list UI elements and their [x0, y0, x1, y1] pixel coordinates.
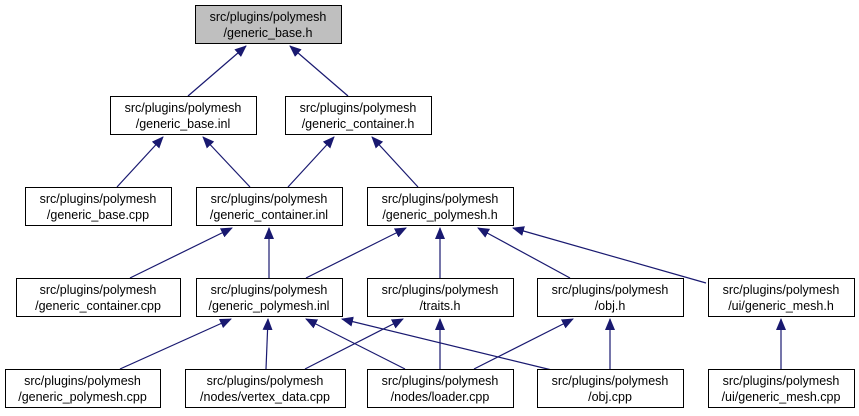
- edge-arrow-n6-to-n4: [129, 227, 233, 279]
- node-box: [367, 278, 514, 317]
- edge-arrow-n7-to-n5: [305, 227, 407, 279]
- edge-arrow-n4-to-n2: [287, 136, 335, 188]
- edge-arrow-n3-to-n1: [116, 136, 164, 188]
- node-box: [367, 187, 514, 226]
- edge-arrow-n12-to-n8: [304, 318, 404, 370]
- node-label-line1: src/plugins/polymesh: [723, 283, 840, 297]
- node-box: [110, 96, 257, 135]
- node-label-line1: src/plugins/polymesh: [552, 374, 669, 388]
- node-box: [196, 278, 343, 317]
- graph-node[interactable]: src/plugins/polymesh/generic_base.inl: [110, 96, 257, 135]
- node-label-line2: /nodes/vertex_data.cpp: [200, 390, 330, 404]
- node-box: [708, 278, 855, 317]
- graph-node[interactable]: src/plugins/polymesh/generic_polymesh.in…: [196, 278, 343, 317]
- node-box: [537, 369, 684, 408]
- graph-node[interactable]: src/plugins/polymesh/generic_container.c…: [16, 278, 181, 317]
- node-label-line1: src/plugins/polymesh: [382, 192, 499, 206]
- node-label-line2: /generic_container.cpp: [35, 299, 161, 313]
- node-label-line2: /generic_polymesh.cpp: [18, 390, 147, 404]
- nodes: src/plugins/polymesh/generic_base.hsrc/p…: [5, 5, 855, 408]
- graph-node[interactable]: src/plugins/polymesh/generic_container.h: [285, 96, 432, 135]
- node-box: [285, 96, 432, 135]
- edge-arrow-n11-to-n7: [119, 318, 232, 370]
- node-label-line2: /generic_base.cpp: [47, 208, 149, 222]
- node-label-line1: src/plugins/polymesh: [207, 374, 324, 388]
- node-label-line1: src/plugins/polymesh: [382, 283, 499, 297]
- graph-node: src/plugins/polymesh/generic_base.h: [195, 5, 342, 44]
- node-label-line1: src/plugins/polymesh: [40, 283, 157, 297]
- edge-arrow-n9-to-n5: [477, 227, 571, 279]
- node-label-line1: src/plugins/polymesh: [723, 374, 840, 388]
- node-box: [195, 5, 342, 44]
- node-label-line2: /generic_base.inl: [136, 117, 231, 131]
- node-box: [196, 187, 343, 226]
- graph-node[interactable]: src/plugins/polymesh/nodes/vertex_data.c…: [185, 369, 346, 408]
- node-label-line1: src/plugins/polymesh: [382, 374, 499, 388]
- graph-node[interactable]: src/plugins/polymesh/nodes/loader.cpp: [367, 369, 514, 408]
- node-label-line1: src/plugins/polymesh: [211, 283, 328, 297]
- node-label-line1: src/plugins/polymesh: [125, 101, 242, 115]
- node-label-line2: /obj.cpp: [588, 390, 632, 404]
- node-label-line2: /generic_container.inl: [210, 208, 328, 222]
- node-label-line1: src/plugins/polymesh: [210, 10, 327, 24]
- graph-node[interactable]: src/plugins/polymesh/ui/generic_mesh.cpp: [708, 369, 855, 408]
- edge-arrow-n12-to-n7: [262, 318, 273, 370]
- graph-node[interactable]: src/plugins/polymesh/obj.h: [537, 278, 684, 317]
- edge-arrow-n13-to-n9: [473, 318, 574, 370]
- node-box: [5, 369, 161, 408]
- node-label-line2: /generic_polymesh.inl: [209, 299, 330, 313]
- node-box: [185, 369, 346, 408]
- node-label-line2: /obj.h: [595, 299, 626, 313]
- node-box: [367, 369, 514, 408]
- node-label-line2: /generic_container.h: [302, 117, 415, 131]
- graph-node[interactable]: src/plugins/polymesh/generic_polymesh.h: [367, 187, 514, 226]
- graph-node[interactable]: src/plugins/polymesh/ui/generic_mesh.h: [708, 278, 855, 317]
- node-box: [708, 369, 855, 408]
- edge-arrow-n4-to-n1: [202, 136, 251, 188]
- edges: [116, 45, 786, 373]
- node-label-line2: /nodes/loader.cpp: [391, 390, 490, 404]
- node-label-line2: /traits.h: [420, 299, 461, 313]
- edge-arrow-n1-to-n0: [187, 45, 247, 97]
- edge-arrow-n5-to-n2: [371, 136, 419, 188]
- node-box: [537, 278, 684, 317]
- edge-arrow-n2-to-n0: [289, 45, 349, 97]
- node-box: [16, 278, 181, 317]
- node-label-line1: src/plugins/polymesh: [211, 192, 328, 206]
- graph-node[interactable]: src/plugins/polymesh/generic_base.cpp: [25, 187, 172, 226]
- node-box: [25, 187, 172, 226]
- edge-arrow-n14-to-n7: [341, 316, 561, 373]
- node-label-line1: src/plugins/polymesh: [552, 283, 669, 297]
- node-label-line2: /generic_polymesh.h: [382, 208, 497, 222]
- graph-node[interactable]: src/plugins/polymesh/generic_container.i…: [196, 187, 343, 226]
- graph-node[interactable]: src/plugins/polymesh/generic_polymesh.cp…: [5, 369, 161, 408]
- edge-arrow-n13-to-n7: [305, 318, 406, 370]
- node-label-line2: /generic_base.h: [224, 26, 313, 40]
- graph-node[interactable]: src/plugins/polymesh/traits.h: [367, 278, 514, 317]
- node-label-line2: /ui/generic_mesh.h: [728, 299, 834, 313]
- node-label-line2: /ui/generic_mesh.cpp: [722, 390, 841, 404]
- edge-arrow-n10-to-n5: [512, 226, 707, 284]
- node-label-line1: src/plugins/polymesh: [300, 101, 417, 115]
- graph-node[interactable]: src/plugins/polymesh/obj.cpp: [537, 369, 684, 408]
- node-label-line1: src/plugins/polymesh: [40, 192, 157, 206]
- node-label-line1: src/plugins/polymesh: [24, 374, 141, 388]
